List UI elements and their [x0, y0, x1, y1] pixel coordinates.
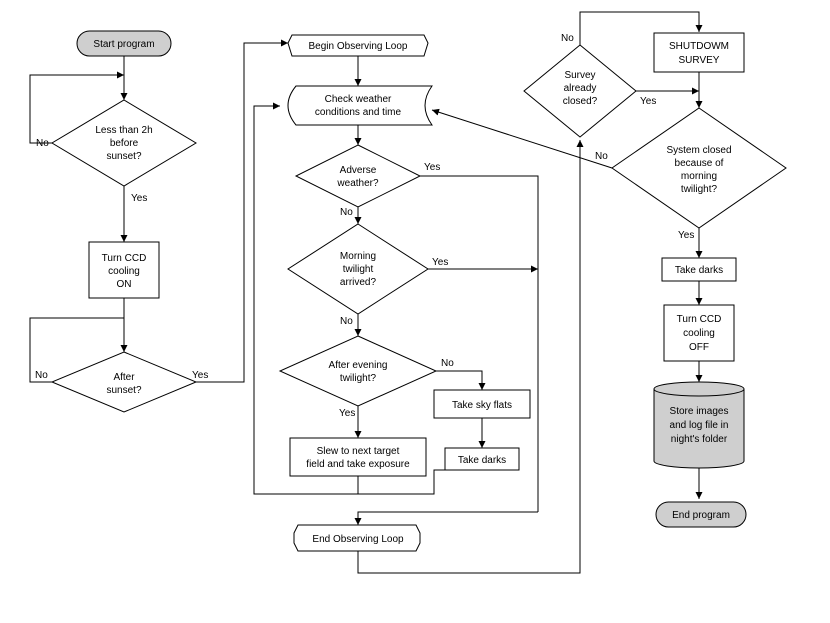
survey-closed-line-1: Survey	[564, 70, 595, 81]
end-loop-label: End Observing Loop	[312, 534, 404, 545]
turn-ccd-off-line-2: cooling	[683, 328, 715, 339]
label-less-than-2h-yes: Yes	[131, 193, 147, 204]
turn-ccd-on-line-3: ON	[117, 279, 132, 290]
take-darks-end-label: Take darks	[675, 265, 723, 276]
start-terminal: Start program	[76, 30, 172, 57]
less-than-2h-line-2: before	[110, 138, 139, 149]
shutdown-process: SHUTDOWM SURVEY	[653, 32, 745, 73]
label-less-than-2h-no: No	[36, 138, 49, 149]
check-weather-line-2: conditions and time	[315, 107, 402, 118]
survey-closed-line-2: already	[564, 83, 597, 94]
label-after-sunset-no: No	[35, 370, 48, 381]
system-closed-decision: System closed because of morning twiligh…	[611, 107, 787, 229]
label-evening-no: No	[441, 358, 454, 369]
system-closed-line-1: System closed	[666, 145, 731, 156]
slew-line-2: field and take exposure	[306, 459, 410, 470]
end-terminal: End program	[655, 501, 747, 528]
survey-closed-line-3: closed?	[563, 96, 598, 107]
edge-less-than-2h-no	[29, 71, 124, 144]
adverse-weather-decision: Adverse weather?	[294, 144, 422, 208]
shutdown-line-2: SURVEY	[679, 55, 720, 66]
edge-system-no	[431, 108, 613, 169]
edge-survey-no	[579, 11, 703, 45]
after-sunset-decision: After sunset?	[50, 351, 198, 413]
turn-ccd-on-process: Turn CCD cooling ON	[88, 241, 160, 299]
take-sky-flats-label: Take sky flats	[452, 400, 512, 411]
edge-loop-back	[253, 102, 359, 495]
morning-twilight-line-2: twilight	[343, 264, 374, 275]
system-closed-line-3: morning	[681, 171, 717, 182]
after-evening-line-2: twilight?	[340, 373, 377, 384]
turn-ccd-off-line-3: OFF	[689, 342, 709, 353]
edge-evening-no	[436, 370, 486, 390]
edge-after-sunset-yes	[196, 39, 288, 383]
label-evening-yes: Yes	[339, 408, 355, 419]
take-sky-flats-process: Take sky flats	[433, 389, 531, 419]
label-system-no: No	[595, 151, 608, 162]
turn-ccd-off-line-1: Turn CCD	[677, 314, 722, 325]
take-darks-loop-process: Take darks	[444, 447, 520, 471]
morning-twilight-decision: Morning twilight arrived?	[287, 223, 429, 315]
slew-line-1: Slew to next target	[317, 446, 400, 457]
label-adverse-yes: Yes	[424, 162, 440, 173]
label-adverse-no: No	[340, 207, 353, 218]
begin-loop-label: Begin Observing Loop	[309, 41, 408, 52]
system-closed-line-4: twilight?	[681, 184, 718, 195]
system-closed-line-2: because of	[675, 158, 724, 169]
turn-ccd-on-line-2: cooling	[108, 266, 140, 277]
label-morning-no: No	[340, 316, 353, 327]
label-survey-yes: Yes	[640, 96, 656, 107]
turn-ccd-off-process: Turn CCD cooling OFF	[663, 304, 735, 362]
end-loop-block: End Observing Loop	[293, 524, 421, 552]
survey-closed-decision: Survey already closed?	[523, 44, 637, 138]
edge-labels: No Yes No Yes Yes No Yes No No Yes No Ye…	[35, 33, 694, 419]
less-than-2h-line-1: Less than 2h	[95, 125, 152, 136]
begin-loop-block: Begin Observing Loop	[287, 34, 429, 57]
label-after-sunset-yes: Yes	[192, 370, 208, 381]
adverse-weather-line-1: Adverse	[340, 165, 377, 176]
store-images-database: Store images and log file in night's fol…	[653, 381, 745, 469]
store-images-line-2: and log file in	[670, 420, 729, 431]
edge-after-sunset-no	[29, 317, 124, 383]
less-than-2h-decision: Less than 2h before sunset?	[51, 99, 197, 187]
store-images-line-3: night's folder	[671, 434, 728, 445]
edge-adverse-yes	[420, 175, 539, 512]
shutdown-line-1: SHUTDOWM	[669, 41, 729, 52]
turn-ccd-on-line-1: Turn CCD	[102, 253, 147, 264]
start-label: Start program	[93, 39, 154, 50]
after-evening-twilight-decision: After evening twilight?	[278, 335, 438, 407]
after-evening-line-1: After evening	[329, 360, 388, 371]
after-sunset-line-2: sunset?	[106, 385, 141, 396]
edge-end-loop-to-right	[357, 140, 584, 574]
edge-exit-to-end-loop	[354, 511, 538, 525]
label-morning-yes: Yes	[432, 257, 448, 268]
check-weather-line-1: Check weather	[325, 94, 392, 105]
connectors	[29, 11, 703, 574]
take-darks-loop-label: Take darks	[458, 455, 506, 466]
morning-twilight-line-3: arrived?	[340, 277, 377, 288]
after-sunset-line-1: After	[113, 372, 135, 383]
slew-process: Slew to next target field and take expos…	[289, 437, 427, 477]
less-than-2h-line-3: sunset?	[106, 151, 141, 162]
label-system-yes: Yes	[678, 230, 694, 241]
store-images-line-1: Store images	[670, 406, 729, 417]
label-survey-no: No	[561, 33, 574, 44]
check-weather-display: Check weather conditions and time	[287, 85, 433, 126]
end-label: End program	[672, 510, 730, 521]
take-darks-end-process: Take darks	[661, 257, 737, 282]
morning-twilight-line-1: Morning	[340, 251, 376, 262]
adverse-weather-line-2: weather?	[336, 178, 379, 189]
